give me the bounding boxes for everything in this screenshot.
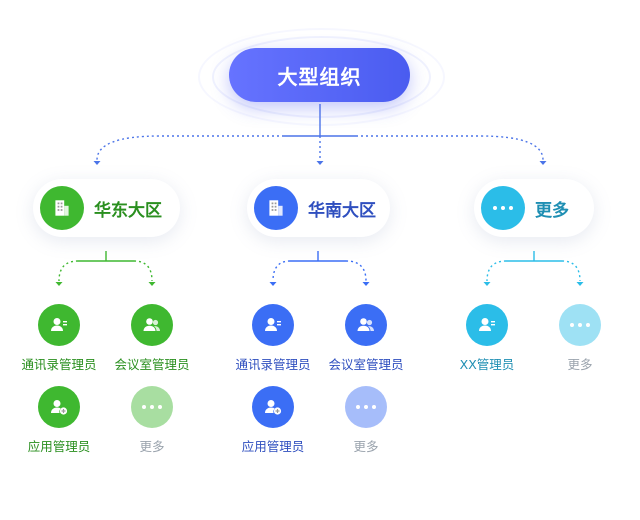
region-branch-right	[345, 260, 367, 282]
arrowhead	[269, 282, 277, 286]
region-branch-right	[561, 260, 581, 282]
region-branch-left	[272, 260, 291, 282]
user-add-icon	[252, 386, 294, 428]
user-list-icon	[466, 304, 508, 346]
user-list-icon	[252, 304, 294, 346]
users-icon	[345, 304, 387, 346]
region-branch-right	[133, 260, 153, 282]
root-node[interactable]: 大型组织	[229, 48, 410, 102]
arrowhead	[93, 161, 101, 165]
role-label: 会议室管理员	[114, 357, 190, 372]
role-node[interactable]: 应用管理员	[4, 386, 114, 455]
role-node[interactable]: 会议室管理员	[97, 304, 207, 373]
role-label: XX管理员	[459, 357, 515, 372]
root-glow-ring	[198, 28, 445, 126]
role-node[interactable]: 应用管理员	[218, 386, 328, 455]
users-icon	[131, 304, 173, 346]
region-node[interactable]: 更多	[474, 179, 594, 237]
arrowhead	[576, 282, 584, 286]
role-label: 通讯录管理员	[235, 357, 311, 372]
more-icon	[481, 186, 525, 230]
arrowhead	[316, 161, 324, 165]
role-node[interactable]: XX管理员	[432, 304, 542, 373]
building-icon	[40, 186, 84, 230]
region-node[interactable]: 华南大区	[247, 179, 390, 237]
region-label: 华东大区	[94, 200, 162, 221]
role-label: 更多	[353, 439, 379, 454]
arrowhead	[362, 282, 370, 286]
arrowhead	[483, 282, 491, 286]
role-label: 应用管理员	[241, 439, 305, 454]
role-node[interactable]: 更多	[97, 386, 207, 455]
building-icon	[254, 186, 298, 230]
role-label: 更多	[139, 439, 165, 454]
region-branch-left	[58, 260, 79, 282]
arrowhead	[148, 282, 156, 286]
user-add-icon	[38, 386, 80, 428]
root-branch-right	[356, 135, 544, 161]
role-label: 会议室管理员	[328, 357, 404, 372]
user-list-icon	[38, 304, 80, 346]
more-icon	[559, 304, 601, 346]
role-node[interactable]: 更多	[311, 386, 421, 455]
more-icon	[345, 386, 387, 428]
region-node[interactable]: 华东大区	[33, 179, 180, 237]
arrowhead	[539, 161, 547, 165]
region-label: 更多	[535, 200, 569, 221]
region-branch-left	[486, 260, 507, 282]
region-label: 华南大区	[308, 200, 376, 221]
role-node[interactable]: 会议室管理员	[311, 304, 421, 373]
role-node[interactable]: 更多	[525, 304, 635, 373]
role-node[interactable]: 通讯录管理员	[218, 304, 328, 373]
role-label: 通讯录管理员	[21, 357, 97, 372]
role-label: 应用管理员	[27, 439, 91, 454]
role-node[interactable]: 通讯录管理员	[4, 304, 114, 373]
arrowhead	[55, 282, 63, 286]
role-label: 更多	[567, 357, 593, 372]
root-label: 大型组织	[277, 64, 362, 89]
root-branch-left	[96, 135, 284, 161]
more-icon	[131, 386, 173, 428]
